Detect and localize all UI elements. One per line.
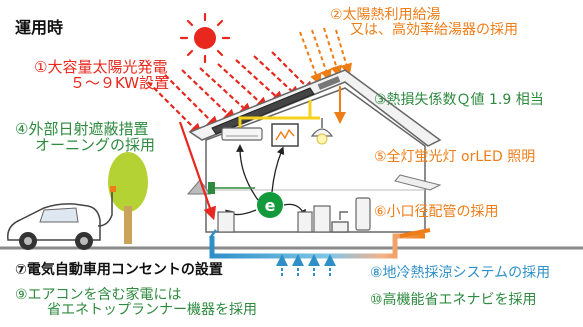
label-1: ①大容量太陽光発電 ５～９KW設置 xyxy=(34,58,170,92)
label-4-line1: ④外部日射遮蔽措置 xyxy=(15,120,149,138)
lamp-icon xyxy=(310,118,334,145)
solar-rays xyxy=(147,51,315,137)
label-10: ⑩高機能省エネナビを採用 xyxy=(370,292,537,308)
awning-pointer xyxy=(178,121,217,221)
hot-water-pipe xyxy=(399,228,431,238)
label-7: ⑦電気自動車用コンセントの設置 xyxy=(15,262,223,278)
air-conditioner-icon xyxy=(221,127,263,141)
electric-car-icon xyxy=(7,186,116,250)
faucet-icon xyxy=(331,211,349,233)
hems-monitor-icon xyxy=(271,123,299,147)
geothermal-pipe xyxy=(209,229,425,259)
sun-icon xyxy=(179,12,231,64)
label-4: ④外部日射遮蔽措置 オーニングの採用 xyxy=(15,120,156,154)
label-4-line2: オーニングの採用 xyxy=(35,135,156,154)
label-5: ⑤全灯蛍光灯 orLED 照明 xyxy=(374,149,536,165)
label-1-line1: ①大容量太陽光発電 xyxy=(34,58,168,76)
outdoor-meter-icon xyxy=(208,182,215,194)
geothermal-arrows xyxy=(276,254,336,276)
page-title: 運用時 xyxy=(15,18,64,37)
label-9: ⑨エアコンを含む家電には 省エネトップランナー機器を採用 xyxy=(15,288,257,317)
svg-text:e: e xyxy=(265,196,276,215)
label-6: ⑥小口径配管の採用 xyxy=(374,204,499,220)
water-heater-icon xyxy=(355,197,371,231)
tree-icon xyxy=(108,152,148,244)
power-line xyxy=(238,100,312,128)
label-2: ②太陽熱利用給湯 又は、高効率給湯器の採用 xyxy=(330,8,518,37)
label-1-line2: ５～９KW設置 xyxy=(70,73,170,92)
label-8: ⑧地冷熱採涼システムの採用 xyxy=(370,265,551,281)
label-2-line1: ②太陽熱利用給湯 xyxy=(330,7,441,23)
hems-controller-icon: e xyxy=(257,192,283,218)
solar-heat-rays xyxy=(299,27,353,86)
label-9-line1: ⑨エアコンを含む家電には xyxy=(15,287,182,303)
label-3: ③熱損失係数Ｑ値 1.9 相当 xyxy=(374,92,544,108)
label-2-line2: 又は、高効率給湯器の採用 xyxy=(350,21,518,38)
label-9-line2: 省エネトップランナー機器を採用 xyxy=(47,301,257,318)
appliance-icons xyxy=(217,205,331,233)
